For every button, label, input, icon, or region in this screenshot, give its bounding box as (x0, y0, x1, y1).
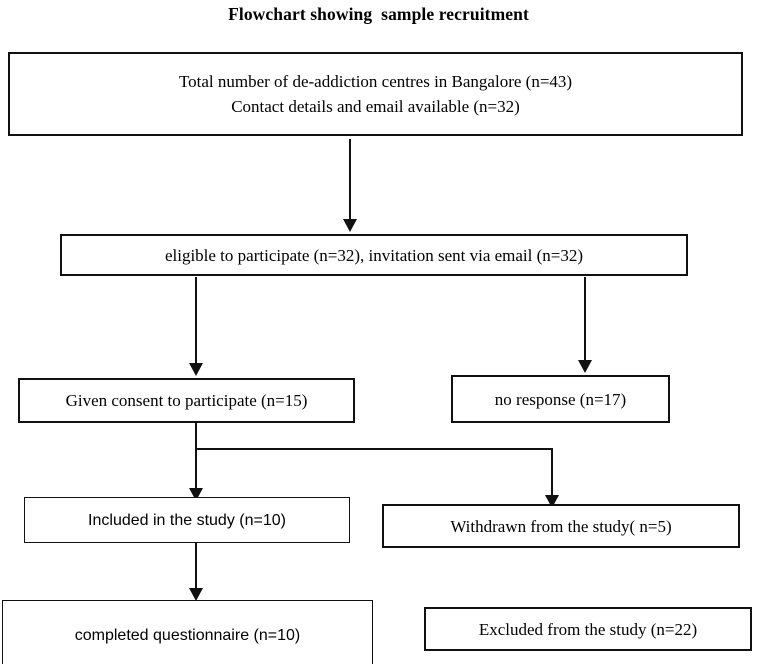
node-eligible[interactable]: eligible to participate (n=32), invitati… (60, 234, 688, 276)
node-no-response[interactable]: no response (n=17) (451, 375, 670, 423)
node-excluded-label: Excluded from the study (n=22) (478, 619, 698, 639)
edge-eligible-to-consent-line (195, 277, 197, 365)
node-included-label: Included in the study (n=10) (88, 511, 286, 529)
node-total-centres-label: Total number of de-addiction centres in … (178, 72, 573, 116)
node-withdrawn-label: Withdrawn from the study( n=5) (450, 516, 672, 536)
edge-total-to-eligible-arrowhead (343, 219, 357, 232)
node-eligible-label: eligible to participate (n=32), invitati… (164, 245, 584, 265)
node-given-consent[interactable]: Given consent to participate (n=15) (18, 378, 355, 423)
node-given-consent-label: Given consent to participate (n=15) (65, 391, 308, 410)
edge-consent-to-withdrawn-hline (195, 448, 553, 450)
edge-consent-to-withdrawn-vline (551, 448, 553, 502)
node-withdrawn[interactable]: Withdrawn from the study( n=5) (382, 504, 740, 548)
edge-eligible-to-noresponse-line (584, 277, 586, 362)
node-completed-questionnaire-label: completed questionnaire (n=10) (74, 626, 301, 644)
edge-eligible-to-consent-arrowhead (189, 363, 203, 376)
node-included[interactable]: Included in the study (n=10) (24, 497, 350, 543)
edge-eligible-to-noresponse-arrowhead (578, 360, 592, 373)
edge-consent-to-included-line (195, 423, 197, 493)
node-completed-questionnaire[interactable]: completed questionnaire (n=10) (2, 600, 373, 664)
node-total-centres[interactable]: Total number of de-addiction centres in … (8, 52, 743, 136)
node-no-response-label: no response (n=17) (494, 389, 627, 409)
edge-included-to-completed-arrowhead (189, 588, 203, 601)
edge-included-to-completed-line (195, 543, 197, 593)
page-title: Flowchart showing sample recruitment (228, 4, 529, 24)
node-excluded[interactable]: Excluded from the study (n=22) (424, 607, 752, 651)
edge-total-to-eligible-line (349, 139, 351, 221)
